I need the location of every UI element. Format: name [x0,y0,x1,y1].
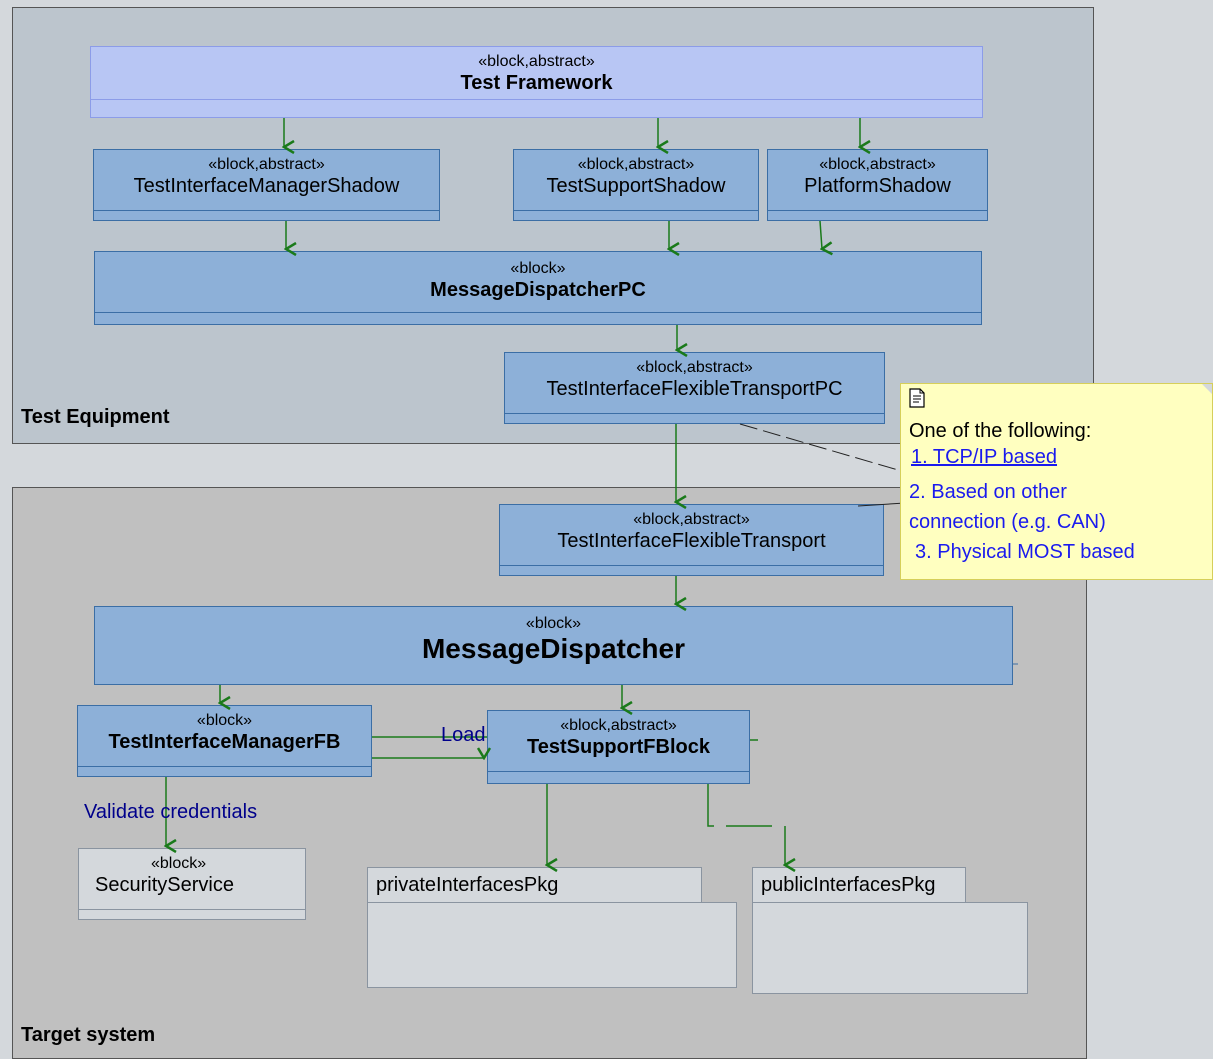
load-label: Load [441,724,486,746]
block-name: TestSupportFBlock [527,736,710,758]
tim-fb-block[interactable]: «block» TestInterfaceManagerFB [77,705,372,777]
note-corner-icon [1202,384,1212,394]
block-compartment [95,312,981,313]
message-dispatcher-block[interactable]: «block» MessageDispatcher [94,606,1013,685]
block-stereotype: «block» [196,712,253,729]
block-name: TestInterfaceManagerShadow [133,175,400,197]
private-package-body [367,902,737,988]
block-name: TestInterfaceManagerFB [108,731,341,753]
block-compartment [488,771,749,772]
block-stereotype: «block,abstract» [577,156,695,173]
block-stereotype: «block» [151,855,207,872]
note-item-other-2: connection (e.g. CAN) [909,511,1106,533]
transport-note[interactable]: One of the following: 1. TCP/IP based 2.… [900,383,1213,580]
message-dispatcher-pc-block[interactable]: «block» MessageDispatcherPC [94,251,982,325]
ts-fblock-block[interactable]: «block,abstract» TestSupportFBlock [487,710,750,784]
ts-shadow-block[interactable]: «block,abstract» TestSupportShadow [513,149,759,221]
private-package-tab[interactable]: privateInterfacesPkg [367,867,702,903]
block-compartment [514,210,758,211]
block-compartment [91,99,982,100]
block-name: Test Framework [460,72,613,94]
platform-shadow-block[interactable]: «block,abstract» PlatformShadow [767,149,988,221]
block-stereotype: «block» [510,260,566,277]
note-icon [909,388,925,408]
block-stereotype: «block,abstract» [478,53,595,70]
public-package-body [752,902,1028,994]
block-stereotype: «block,abstract» [636,359,753,376]
test-framework-block[interactable]: «block,abstract» Test Framework [90,46,983,118]
test-equipment-label: Test Equipment [21,406,170,428]
security-service-block[interactable]: «block» SecurityService [78,848,306,920]
edge-platform-mdpc [819,220,822,249]
note-item-most: 3. Physical MOST based [915,541,1135,563]
block-compartment [768,210,987,211]
validate-credentials-label: Validate credentials [84,801,258,823]
public-package-tab[interactable]: publicInterfacesPkg [752,867,966,903]
block-name: PlatformShadow [804,175,951,197]
note-heading: One of the following: [909,420,1092,442]
block-name: TestInterfaceFlexibleTransportPC [546,378,843,400]
target-system-label: Target system [21,1024,156,1046]
note-item-tcpip[interactable]: 1. TCP/IP based [911,446,1058,468]
edge-tsfblock-public [707,784,714,827]
block-name: MessageDispatcherPC [430,279,646,301]
block-compartment [78,766,371,767]
block-stereotype: «block» [525,615,582,632]
block-name: TestSupportShadow [546,175,726,197]
tift-pc-block[interactable]: «block,abstract» TestInterfaceFlexibleTr… [504,352,885,424]
tift-block[interactable]: «block,abstract» TestInterfaceFlexibleTr… [499,504,884,576]
block-stereotype: «block,abstract» [208,156,325,173]
block-name: SecurityService [95,874,234,896]
block-name: MessageDispatcher [421,633,685,664]
block-compartment [500,565,883,566]
note-anchor-tift [857,502,906,507]
block-name: TestInterfaceFlexibleTransport [557,530,826,552]
block-stereotype: «block,abstract» [560,717,677,734]
block-stereotype: «block,abstract» [633,511,750,528]
note-item-other-1: 2. Based on other [909,481,1067,503]
block-compartment [79,909,305,910]
tim-shadow-block[interactable]: «block,abstract» TestInterfaceManagerSha… [93,149,440,221]
block-compartment [505,413,884,414]
block-stereotype: «block,abstract» [819,156,936,173]
note-anchor-tiftpc [739,423,906,473]
block-compartment [94,210,439,211]
